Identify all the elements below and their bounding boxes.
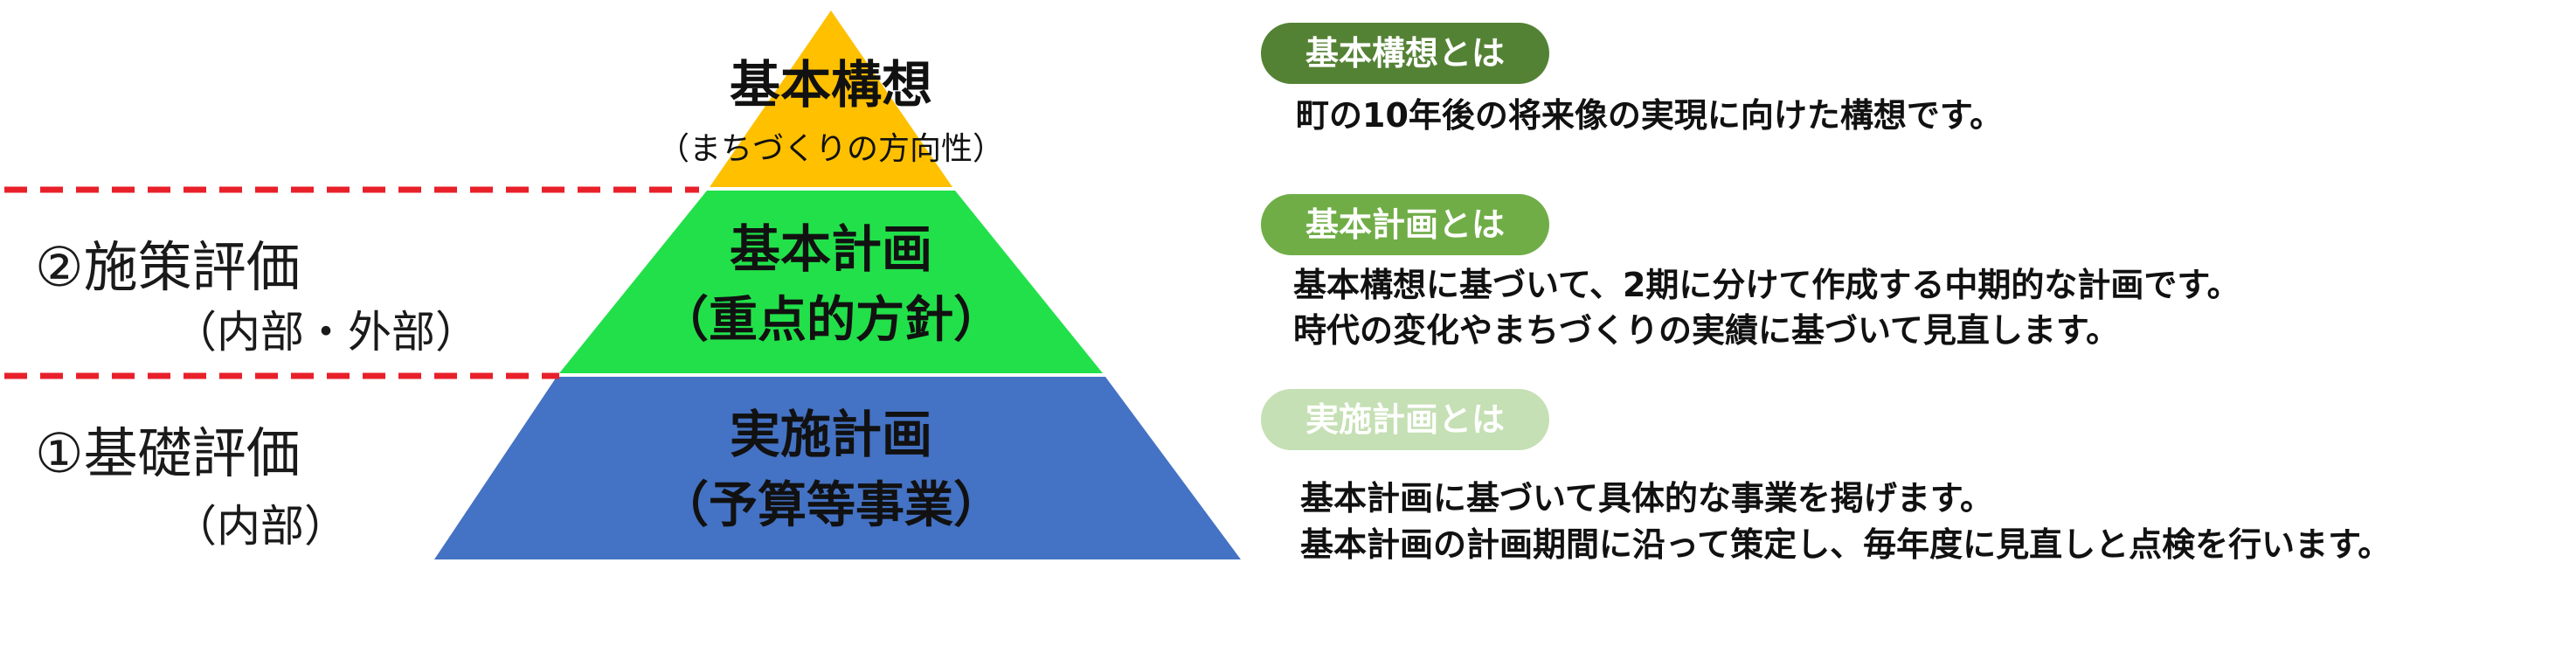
tier-middle-title: 基本計画 (729, 219, 932, 279)
pyramid-tier-middle (559, 191, 1103, 373)
tier-top-title: 基本構想 (729, 55, 932, 115)
tier-top-subtitle: （まちづくりの方向性） (657, 131, 1004, 167)
desc-basic-concept-line-1: 町の10年後の将来像の実現に向けた構想です。 (1296, 96, 2004, 135)
tier-top-label: 基本構想 （まちづくりの方向性） (656, 54, 1006, 171)
badge-basic-concept: 基本構想とは (1261, 23, 1549, 84)
basic-evaluation-sub: （内部） (173, 501, 348, 552)
pyramid-tier-top (710, 10, 952, 187)
tier-bottom-title: 実施計画 (729, 405, 932, 464)
desc-implementation-plan-line-2: 基本計画の計画期間に沿って策定し、毎年度に見直しと点検を行います。 (1300, 525, 2392, 564)
badge-basic-plan: 基本計画とは (1261, 194, 1549, 255)
tier-bottom-label: 実施計画 （予算等事業） (613, 404, 1049, 537)
basic-evaluation-label: ①基礎評価 (35, 421, 301, 485)
policy-evaluation-sub: （内部・外部） (173, 307, 479, 358)
tier-middle-label: 基本計画 （重点的方針） (613, 219, 1049, 351)
tier-middle-subtitle: （重点的方針） (660, 292, 1002, 349)
tier-bottom-subtitle: （予算等事業） (660, 477, 1002, 534)
desc-implementation-plan-line-1: 基本計画に基づいて具体的な事業を掲げます。 (1300, 479, 1994, 517)
badge-implementation-plan: 実施計画とは (1261, 389, 1549, 450)
pyramid-tier-bottom (434, 377, 1241, 559)
desc-basic-plan-line-2: 時代の変化やまちづくりの実績に基づいて見直します。 (1293, 311, 2120, 350)
policy-evaluation-label: ②施策評価 (35, 235, 301, 299)
desc-basic-plan-line-1: 基本構想に基づいて、2期に分けて作成する中期的な計画です。 (1293, 266, 2240, 304)
